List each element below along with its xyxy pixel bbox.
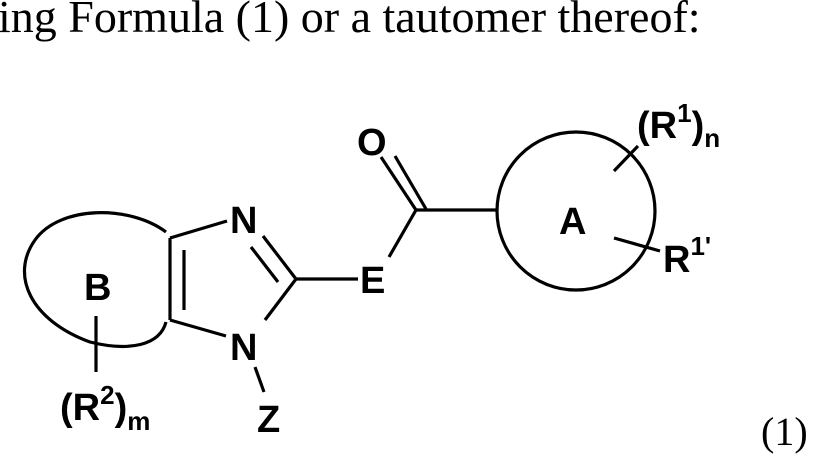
r1-prime-group: R1' — [663, 231, 711, 281]
formula-number: (1) — [761, 409, 808, 454]
intro-text: ing Formula (1) or a tautomer thereof: — [0, 0, 701, 42]
z-substituent: Z — [257, 399, 280, 441]
oxygen: O — [357, 122, 387, 164]
ring-b-label: B — [84, 267, 111, 309]
ring-b — [22, 211, 168, 349]
nitrogen-bottom: N — [230, 327, 257, 369]
e-linker: E — [360, 260, 385, 302]
r1-group: (R1)n — [637, 98, 720, 153]
nitrogen-top: N — [230, 200, 257, 242]
r2-group: (R2)m — [60, 380, 150, 436]
ring-a — [495, 130, 657, 292]
ring-a-label: A — [559, 201, 586, 243]
